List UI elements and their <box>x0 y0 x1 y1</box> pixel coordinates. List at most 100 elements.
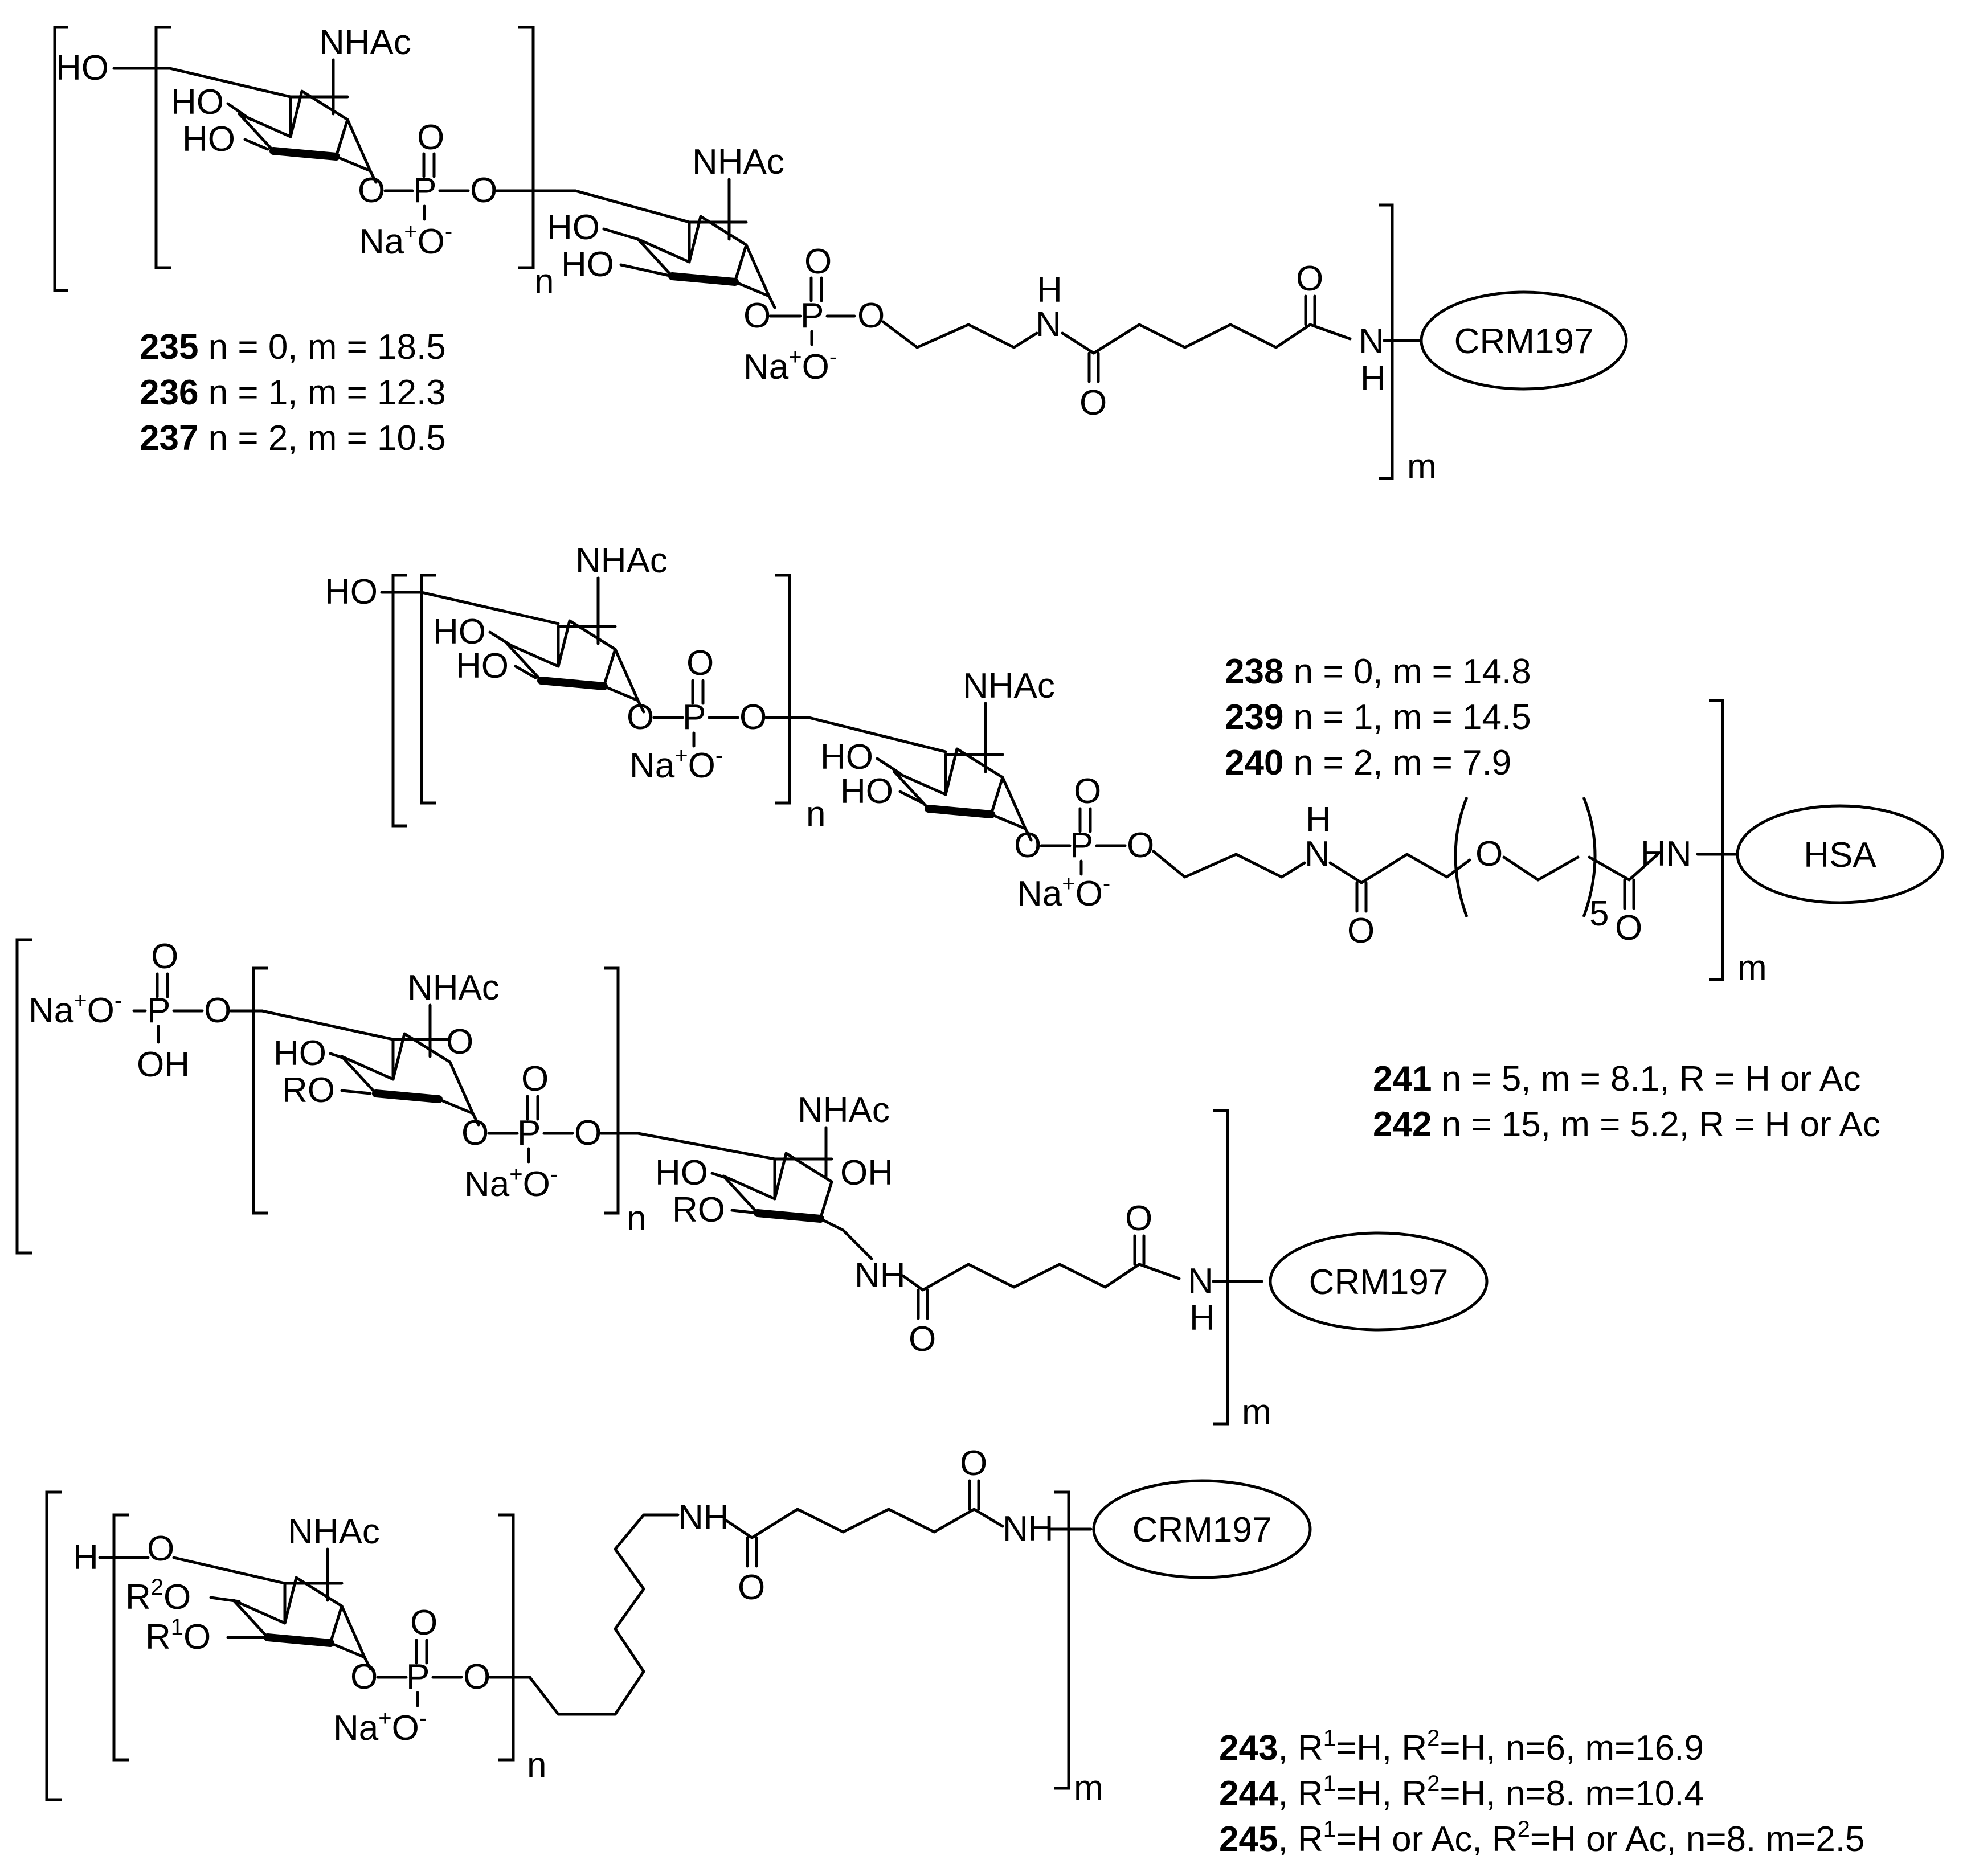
nhac-label: NHAc <box>798 1091 890 1130</box>
compound-label: 236 n = 1, m = 12.3 <box>140 373 446 412</box>
phosphate-o-left: O <box>743 296 771 335</box>
n-subscript: n <box>534 262 554 301</box>
amide-hn: HN <box>1641 834 1692 874</box>
n-subscript: n <box>527 1746 546 1785</box>
ring1-ho: HO <box>273 1034 326 1073</box>
compound-label: 243, R1=H, R2=H, n=6, m=16.9 <box>1219 1726 1704 1768</box>
ring1-ho-b: HO <box>182 120 235 159</box>
compound-label: 245, R1=H or Ac, R2=H or Ac, n=8. m=2.5 <box>1219 1817 1865 1859</box>
sodium-ion: Na+O- <box>359 219 452 261</box>
amide-o: O <box>1079 383 1107 423</box>
o6-oxygen: O <box>147 1529 174 1568</box>
phosphate-o-right: O <box>574 1113 602 1153</box>
carrier-protein-oval <box>1092 1479 1312 1579</box>
phosphate-o-right: O <box>463 1657 490 1697</box>
amide-n: N <box>1305 834 1330 874</box>
terminal-hydrogen: H <box>73 1538 99 1577</box>
phosphate-o-left: O <box>358 171 385 210</box>
amide-o: O <box>1296 259 1323 298</box>
sodium-ion: Na+O- <box>464 1162 558 1204</box>
m-subscript: m <box>1074 1768 1103 1808</box>
compound-label: 240 n = 2, m = 7.9 <box>1225 743 1511 783</box>
ring-r1-oxygen: R1O <box>145 1615 211 1657</box>
amide-nh: NH <box>854 1256 906 1295</box>
ring-oxygen: O <box>446 1022 473 1062</box>
phosphate-o-left: O <box>461 1113 489 1153</box>
phosphate-o-top: O <box>1074 772 1101 811</box>
n-subscript: n <box>627 1199 646 1238</box>
compound-label: 238 n = 0, m = 14.8 <box>1225 652 1531 691</box>
amide-o: O <box>960 1444 987 1483</box>
ring2-ho-b: HO <box>840 772 893 811</box>
scheme-238-240: HO NHAc HO HO O P O O Na+O- n NHAc HO HO <box>325 541 1944 988</box>
ring2-ho-b: HO <box>561 245 614 284</box>
peg-oxygen: O <box>1475 834 1503 874</box>
ring1-ro: RO <box>282 1071 335 1110</box>
sugar-ring-2 <box>722 1152 833 1223</box>
scheme-241-242: Na+O- P O OH O NHAc O HO RO O P O O <box>15 937 1880 1432</box>
phosphate-o-top: O <box>410 1603 437 1642</box>
sugar-ring-2 <box>638 216 769 296</box>
ring1-ho-a: HO <box>433 612 486 652</box>
ring1-ho-a: HO <box>171 83 224 122</box>
amide-nh: N <box>1359 322 1384 361</box>
nhac-label: NHAc <box>692 142 784 182</box>
phosphate-p: P <box>800 296 824 335</box>
sodium-ion: Na+O- <box>28 988 122 1030</box>
amide-h: H <box>1360 359 1386 398</box>
phosphate-o-top: O <box>417 118 444 157</box>
amide-nh: NH <box>678 1498 729 1537</box>
phosphate-o-left: O <box>1014 826 1041 865</box>
compound-label: 241 n = 5, m = 8.1, R = H or Ac <box>1373 1059 1860 1099</box>
phosphate-o-right: O <box>204 991 231 1030</box>
phosphate-o-left: O <box>350 1657 378 1697</box>
nhac-label: NHAc <box>288 1512 380 1551</box>
phosphate-o-top: O <box>804 242 832 281</box>
phosphate-o-top: O <box>521 1059 549 1099</box>
nhac-label: NHAc <box>319 23 411 62</box>
compound-label: 239 n = 1, m = 14.5 <box>1225 698 1531 737</box>
phosphate-o-right: O <box>470 171 497 210</box>
ring-r2-oxygen: R2O <box>125 1575 191 1617</box>
amide-o: O <box>1615 908 1642 948</box>
nhac-label: NHAc <box>407 968 500 1007</box>
carrier-label: CRM197 <box>1454 322 1594 361</box>
carrier-protein-oval <box>1269 1231 1489 1332</box>
ring2-ho-a: HO <box>547 208 600 247</box>
phosphate-o-top: O <box>151 937 178 976</box>
carrier-label: HSA <box>1804 835 1876 875</box>
compound-label: 235 n = 0, m = 18.5 <box>140 327 446 367</box>
terminal-hydroxyl: HO <box>325 572 378 612</box>
sugar-ring-2 <box>894 749 1025 829</box>
m-subscript: m <box>1407 447 1437 486</box>
nhac-label: NHAc <box>575 541 668 580</box>
carrier-protein-oval <box>1420 290 1628 391</box>
scheme-235-237: HO NHAc HO HO O P O O Na+O- n NHAc HO <box>53 23 1628 486</box>
peg-repeat-count: 5 <box>1589 894 1609 933</box>
m-subscript: m <box>1737 948 1767 988</box>
compound-label: 244, R1=H, R2=H, n=8. m=10.4 <box>1219 1771 1704 1813</box>
amide-h: H <box>1189 1299 1215 1338</box>
sugar-ring-1 <box>234 1578 365 1657</box>
amide-o: O <box>909 1320 936 1359</box>
compound-label: 242 n = 15, m = 5.2, R = H or Ac <box>1373 1105 1880 1144</box>
ring2-oh: OH <box>840 1153 893 1193</box>
amide-o: O <box>1125 1199 1152 1238</box>
ring2-ro: RO <box>672 1190 725 1230</box>
amide-h: H <box>1306 800 1331 839</box>
phosphate-o-top: O <box>686 644 714 683</box>
amide-n: N <box>1188 1261 1213 1301</box>
amide-n: N <box>1036 305 1061 344</box>
scheme-243-245: H O NHAc R2O R1O O P O O Na+O- n NH O O … <box>45 1444 1865 1859</box>
carrier-label: CRM197 <box>1309 1263 1449 1302</box>
phosphate-o-right: O <box>1127 826 1154 865</box>
nhac-label: NHAc <box>963 666 1055 706</box>
phosphate-oh: OH <box>137 1045 190 1084</box>
sugar-ring-1 <box>507 621 638 701</box>
amide-o: O <box>1347 911 1375 951</box>
sodium-ion: Na+O- <box>743 345 837 387</box>
carrier-protein-oval <box>1736 804 1944 904</box>
n-subscript: n <box>806 794 825 834</box>
phosphate-o-left: O <box>627 698 654 737</box>
